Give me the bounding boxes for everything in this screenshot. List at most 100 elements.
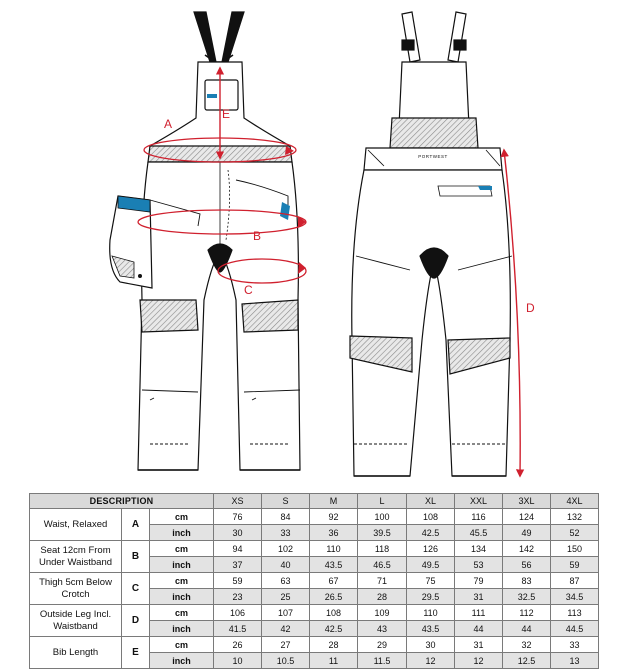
size-value-cell: 37 [213, 556, 262, 573]
size-value-cell: 28 [309, 636, 358, 653]
back-brace-right [447, 11, 467, 63]
size-value-cell: 30 [213, 524, 262, 541]
front-brace-left [193, 11, 217, 63]
size-value-cell: 33 [261, 524, 310, 541]
size-value-cell: 28 [357, 588, 407, 605]
size-header: 4XL [550, 493, 599, 509]
crotch-gusset [207, 243, 233, 273]
table-header-row: DESCRIPTION XS S M L XL XXL 3XL 4XL [29, 493, 599, 509]
description-header: DESCRIPTION [29, 493, 214, 509]
front-brace-right [221, 11, 245, 63]
unit-label: cm [149, 604, 214, 621]
size-value-cell: 94 [213, 540, 262, 557]
dimension-a-label: A [164, 117, 172, 131]
size-value-cell: 32 [502, 636, 551, 653]
size-value-cell: 10 [213, 652, 262, 669]
garment-technical-drawing: E A B C PORTWEST [109, 11, 535, 478]
size-value-cell: 109 [357, 604, 407, 621]
dimension-d-line [500, 148, 525, 478]
back-knee-panel-left [349, 335, 413, 373]
size-header: S [261, 493, 310, 509]
measurement-label: Outside Leg Incl. Waistband [29, 604, 122, 637]
unit-label: cm [149, 540, 214, 557]
size-value-cell: 33 [550, 636, 599, 653]
size-value-cell: 134 [454, 540, 503, 557]
size-value-cell: 112 [502, 604, 551, 621]
size-value-cell: 41.5 [213, 620, 262, 637]
dimension-e-label: E [222, 107, 230, 121]
size-value-cell: 39.5 [357, 524, 407, 541]
size-value-cell: 79 [454, 572, 503, 589]
unit-label: inch [149, 620, 214, 637]
measurement-label: Bib Length [29, 636, 122, 669]
measurement-letter: E [121, 636, 150, 669]
size-value-cell: 132 [550, 508, 599, 525]
size-value-cell: 11.5 [357, 652, 407, 669]
size-value-cell: 12 [406, 652, 455, 669]
size-value-cell: 108 [309, 604, 358, 621]
size-value-cell: 23 [213, 588, 262, 605]
size-value-cell: 30 [406, 636, 455, 653]
back-waistband [363, 147, 503, 171]
size-value-cell: 36 [309, 524, 358, 541]
size-value-cell: 100 [357, 508, 407, 525]
size-header: 3XL [502, 493, 551, 509]
size-value-cell: 32.5 [502, 588, 551, 605]
size-value-cell: 56 [502, 556, 551, 573]
size-value-cell: 12.5 [502, 652, 551, 669]
dimension-c-ring [217, 258, 307, 284]
size-value-cell: 92 [309, 508, 358, 525]
size-header: XXL [454, 493, 503, 509]
size-value-cell: 40 [261, 556, 310, 573]
size-value-cell: 44 [502, 620, 551, 637]
size-value-cell: 71 [357, 572, 407, 589]
size-value-cell: 59 [550, 556, 599, 573]
size-value-cell: 116 [454, 508, 503, 525]
size-value-cell: 43.5 [309, 556, 358, 573]
knee-panel-left [139, 299, 199, 333]
size-value-cell: 26 [213, 636, 262, 653]
size-value-cell: 150 [550, 540, 599, 557]
size-value-cell: 111 [454, 604, 503, 621]
back-bib-panel [389, 117, 479, 149]
size-value-cell: 12 [454, 652, 503, 669]
size-value-cell: 126 [406, 540, 455, 557]
unit-label: cm [149, 636, 214, 653]
back-trousers [351, 169, 511, 477]
size-value-cell: 11 [309, 652, 358, 669]
size-value-cell: 44 [454, 620, 503, 637]
measurement-label: Thigh 5cm Below Crotch [29, 572, 122, 605]
size-value-cell: 49 [502, 524, 551, 541]
measurement-letter: C [121, 572, 150, 605]
knee-panel-right [241, 299, 299, 333]
size-value-cell: 31 [454, 636, 503, 653]
size-value-cell: 13 [550, 652, 599, 669]
size-value-cell: 43 [357, 620, 407, 637]
size-value-cell: 113 [550, 604, 599, 621]
size-value-cell: 102 [261, 540, 310, 557]
size-value-cell: 107 [261, 604, 310, 621]
unit-label: inch [149, 556, 214, 573]
size-value-cell: 26.5 [309, 588, 358, 605]
unit-label: inch [149, 524, 214, 541]
brand-logo-text: PORTWEST [418, 154, 447, 159]
size-value-cell: 67 [309, 572, 358, 589]
size-chart-table: DESCRIPTION XS S M L XL XXL 3XL 4XL Wais… [29, 493, 599, 669]
measurement-letter: D [121, 604, 150, 637]
dimension-b-label: B [253, 229, 261, 243]
size-value-cell: 25 [261, 588, 310, 605]
front-dimensions: E A B C [137, 66, 307, 297]
size-value-cell: 110 [406, 604, 455, 621]
measurement-label: Seat 12cm From Under Waistband [29, 540, 122, 573]
size-value-cell: 63 [261, 572, 310, 589]
size-value-cell: 45.5 [454, 524, 503, 541]
measurement-label: Waist, Relaxed [29, 508, 122, 541]
size-value-cell: 106 [213, 604, 262, 621]
